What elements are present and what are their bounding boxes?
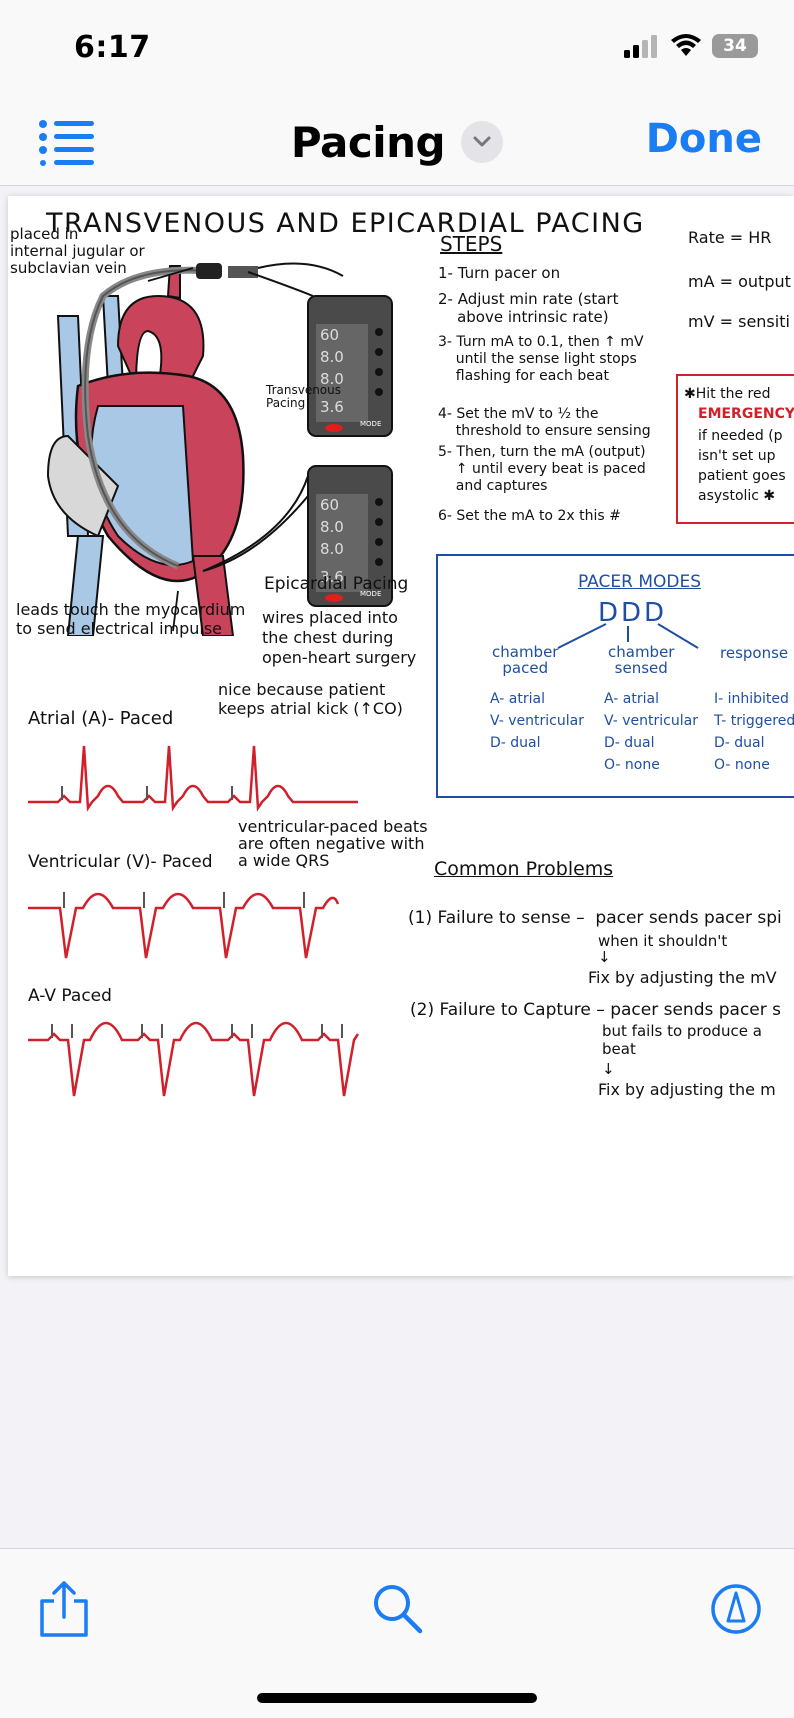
- mode-col-chamber-sensed-items: A- atrial V- ventricular D- dual O- none: [604, 691, 698, 773]
- search-icon: [374, 1585, 423, 1634]
- mode-col-response-items: I- inhibited T- triggered D- dual O- non…: [714, 691, 794, 773]
- step-item: 1- Turn pacer on: [438, 264, 561, 282]
- emergency-note-box: [676, 374, 794, 524]
- emergency-note-text: if needed (p isn't set up patient goes a…: [698, 428, 786, 504]
- pacer-rate-readout: 60: [320, 326, 340, 344]
- problem-failure-to-sense-fix: Fix by adjusting the mV: [588, 968, 777, 987]
- status-time: 6:17: [74, 30, 151, 65]
- pacer-vent-readout: 8.0: [320, 370, 344, 388]
- mode-col-response-head: response: [720, 644, 789, 662]
- heart-illustration: [46, 262, 393, 636]
- chevron-down-icon: [473, 136, 491, 147]
- atrial-paced-note: nice because patient keeps atrial kick (…: [218, 680, 403, 718]
- problem-failure-to-capture-fix: Fix by adjusting the m: [598, 1080, 776, 1099]
- rate-definition: Rate = HR: [688, 228, 772, 247]
- markup-pen-icon: [711, 1584, 761, 1634]
- pacer-vent-readout: 8.0: [320, 540, 344, 558]
- epicardial-description: wires placed into the chest during open-…: [262, 608, 417, 667]
- pacer-mode-label: MODE: [360, 590, 382, 598]
- ventricular-paced-ecg-strip: [28, 892, 340, 959]
- ventricular-paced-label: Ventricular (V)- Paced: [28, 852, 213, 872]
- ma-definition: mA = output: [688, 272, 791, 291]
- atrial-paced-ecg-strip: [28, 745, 358, 812]
- share-icon: [40, 1581, 88, 1637]
- step-item: 3- Turn mA to 0.1, then ↑ mV until the s…: [438, 334, 644, 384]
- search-button[interactable]: [368, 1579, 428, 1639]
- placed-in-label: placed in internal jugular or subclavian…: [10, 225, 145, 277]
- pacer-atrial-readout: 8.0: [320, 518, 344, 536]
- step-item: 5- Then, turn the mA (output) ↑ until ev…: [438, 444, 646, 494]
- pacer-modes-branches: [557, 623, 699, 649]
- pacer-mv-readout: 3.6: [320, 398, 344, 416]
- pacer-mode-label: MODE: [360, 420, 382, 428]
- title-group: Pacing: [0, 112, 794, 172]
- markup-button[interactable]: [706, 1579, 766, 1639]
- nav-bar: Pacing Done: [0, 100, 794, 186]
- mode-col-chamber-paced-head: chamber paced: [492, 643, 559, 677]
- mode-col-chamber-sensed-head: chamber sensed: [608, 643, 675, 677]
- mode-col-chamber-paced-items: A- atrial V- ventricular D- dual: [490, 691, 584, 751]
- battery-icon: 34: [712, 34, 758, 58]
- ventricular-paced-note: ventricular-paced beats are often negati…: [238, 817, 428, 870]
- step-item: 6- Set the mA to 2x this #: [438, 508, 621, 524]
- problem-failure-to-sense-detail: when it shouldn't: [598, 932, 728, 950]
- title-menu-button[interactable]: [461, 121, 504, 163]
- epicardial-label: Epicardial Pacing: [264, 574, 409, 594]
- page-title: Pacing: [290, 117, 446, 167]
- leads-label: leads touch the myocardium to send elect…: [16, 600, 246, 638]
- wifi-icon: [671, 34, 701, 56]
- pacer-modes-code: DDD: [598, 598, 668, 628]
- pacer-modes-heading: PACER MODES: [578, 572, 701, 592]
- document-page: TRANSVENOUS AND EPICARDIAL PACING: [8, 196, 794, 1276]
- problem-failure-to-capture-detail: but fails to produce a beat: [602, 1022, 762, 1058]
- pacer-modes-box: [436, 554, 794, 798]
- done-button[interactable]: Done: [645, 116, 762, 162]
- pacer-rate-readout: 60: [320, 496, 340, 514]
- emergency-note-keyword: EMERGENCY: [698, 406, 794, 422]
- share-button[interactable]: [34, 1579, 94, 1639]
- document-title: TRANSVENOUS AND EPICARDIAL PACING: [46, 208, 645, 239]
- common-problems-heading: Common Problems: [434, 858, 614, 880]
- problem-failure-to-capture-arrow: ↓: [602, 1060, 615, 1078]
- bottom-toolbar: [0, 1548, 794, 1718]
- step-item: 4- Set the mV to ½ the threshold to ensu…: [438, 406, 651, 439]
- problem-failure-to-capture: (2) Failure to Capture – pacer sends pac…: [410, 1000, 782, 1020]
- home-indicator: [257, 1693, 537, 1703]
- transvenous-label: Transvenous Pacing: [266, 383, 341, 410]
- status-bar: 6:17 34: [0, 0, 794, 100]
- steps-heading: STEPS: [440, 232, 503, 256]
- status-icons: 34: [624, 34, 758, 58]
- pacer-mv-readout: 3.6: [320, 568, 344, 586]
- av-paced-label: A-V Paced: [28, 986, 112, 1006]
- emergency-note-prefix: ✱Hit the red: [684, 386, 775, 402]
- problem-failure-to-sense-arrow: ↓: [598, 948, 611, 966]
- av-paced-ecg-strip: [28, 1021, 360, 1097]
- cellular-signal-icon: [624, 35, 657, 58]
- list-icon[interactable]: [38, 118, 96, 166]
- atrial-paced-label: Atrial (A)- Paced: [28, 708, 174, 729]
- mv-definition: mV = sensiti: [688, 312, 790, 331]
- step-item: 2- Adjust min rate (start above intrinsi…: [438, 290, 619, 326]
- pacer-atrial-readout: 8.0: [320, 348, 344, 366]
- problem-failure-to-sense: (1) Failure to sense – pacer sends pacer…: [408, 908, 782, 928]
